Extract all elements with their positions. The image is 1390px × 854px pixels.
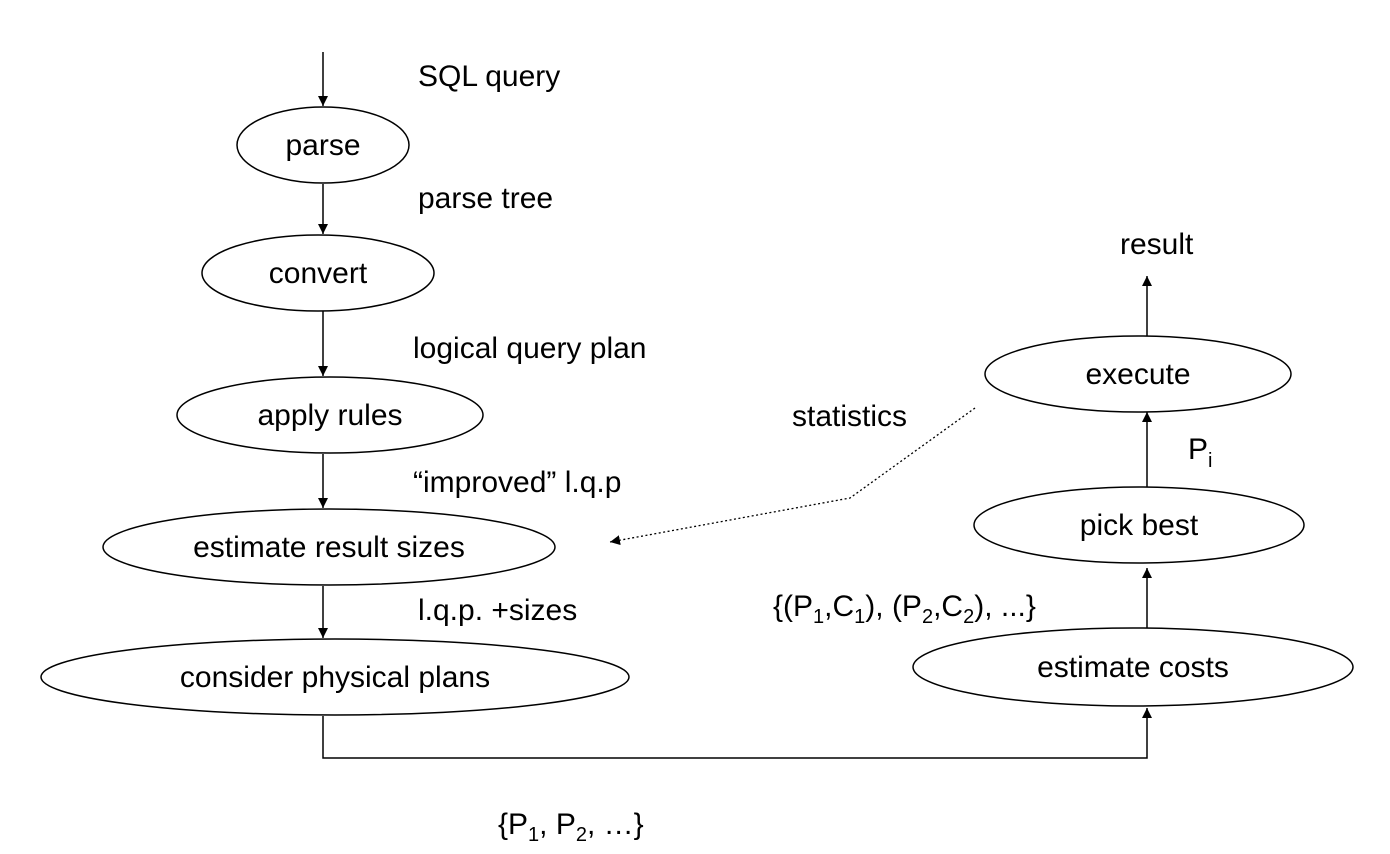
node-parse: parse [236,106,410,184]
node-pick-best: pick best [973,486,1305,564]
node-parse-label: parse [285,129,360,162]
node-estimate-costs: estimate costs [912,627,1354,707]
node-estimate-result-sizes: estimate result sizes [102,508,556,586]
label-plans-set: {P1, P2, …} [498,808,644,846]
label-sql-query: SQL query [418,60,560,93]
node-apply-rules-label: apply rules [257,399,402,432]
node-execute: execute [984,335,1292,413]
node-estimate-costs-label: estimate costs [1037,651,1229,684]
node-consider-physical-plans: consider physical plans [40,638,630,716]
node-convert: convert [201,234,435,312]
node-estimate-result-sizes-label: estimate result sizes [193,531,465,564]
arrow-plans-to-estimate-costs [322,708,1152,759]
node-consider-physical-plans-label: consider physical plans [180,661,490,694]
node-apply-rules: apply rules [176,376,484,454]
label-logical-query-plan: logical query plan [413,332,646,365]
label-statistics: statistics [792,400,907,433]
node-execute-label: execute [1085,358,1190,391]
label-result: result [1120,228,1194,261]
label-lqp-sizes: l.q.p. +sizes [418,594,577,627]
node-convert-label: convert [269,257,368,290]
label-pi: Pi [1188,433,1212,472]
label-plans-costs: {(P1,C1), (P2,C2), ...} [773,590,1036,628]
label-improved-lqp: “improved” l.q.p [413,466,621,499]
node-pick-best-label: pick best [1080,509,1199,542]
statistics-dotted-arrow [609,407,976,546]
label-parse-tree: parse tree [418,182,553,215]
